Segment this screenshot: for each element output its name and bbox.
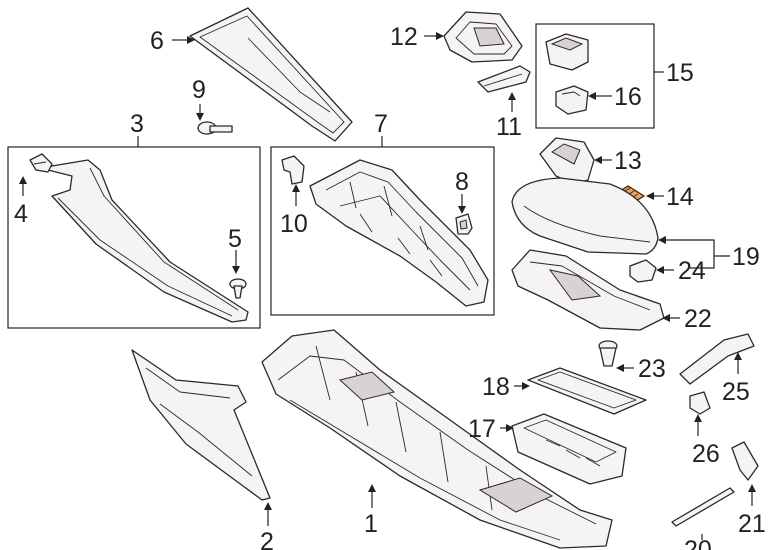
callout-2: 2 bbox=[260, 528, 274, 550]
part-21-bracket[interactable] bbox=[731, 441, 759, 481]
part-8-clip[interactable] bbox=[455, 213, 473, 235]
part-22-armrest-base[interactable] bbox=[511, 249, 665, 331]
part-16-insert[interactable] bbox=[555, 85, 589, 115]
part-10-bracket[interactable] bbox=[281, 155, 305, 185]
callout-17: 17 bbox=[468, 415, 496, 443]
part-24-latch[interactable] bbox=[629, 259, 657, 283]
callout-6: 6 bbox=[150, 27, 164, 55]
callout-10: 10 bbox=[280, 210, 308, 238]
part-7-console-bracket[interactable] bbox=[309, 159, 489, 307]
callout-14: 14 bbox=[666, 183, 694, 211]
part-6-shifter-trim[interactable] bbox=[189, 7, 353, 142]
part-2-lower-panel[interactable] bbox=[131, 349, 271, 501]
callout-26: 26 bbox=[692, 440, 720, 468]
callout-21: 21 bbox=[738, 510, 766, 538]
part-11-bracket[interactable] bbox=[477, 65, 531, 93]
leader-lines bbox=[19, 32, 756, 540]
callout-5: 5 bbox=[228, 225, 242, 253]
part-17-storage-bin[interactable] bbox=[511, 413, 627, 485]
part-23-clip[interactable] bbox=[598, 340, 618, 367]
part-5-screw[interactable] bbox=[229, 278, 247, 299]
part-3-side-trim[interactable] bbox=[39, 159, 249, 323]
part-12-cup-trim[interactable] bbox=[443, 11, 523, 63]
group-box-15 bbox=[535, 23, 655, 129]
part-20-rod[interactable] bbox=[671, 487, 735, 527]
callout-25: 25 bbox=[722, 378, 750, 406]
callout-22: 22 bbox=[684, 305, 712, 333]
part-1-main-console[interactable] bbox=[261, 329, 613, 549]
callout-7: 7 bbox=[374, 110, 388, 138]
group-box-3 bbox=[7, 146, 261, 329]
callout-13: 13 bbox=[614, 147, 642, 175]
callout-24: 24 bbox=[678, 257, 706, 285]
part-19-armrest-lid[interactable] bbox=[511, 177, 659, 255]
callout-19: 19 bbox=[732, 243, 760, 271]
callout-labels: 6 9 3 4 5 7 10 8 12 11 15 16 13 14 19 24… bbox=[14, 23, 766, 550]
callout-3: 3 bbox=[130, 110, 144, 138]
callout-11: 11 bbox=[496, 113, 522, 141]
part-18-mat[interactable] bbox=[527, 367, 647, 415]
callout-12: 12 bbox=[390, 23, 418, 51]
callout-16: 16 bbox=[614, 83, 642, 111]
callout-18: 18 bbox=[482, 373, 510, 401]
callout-1: 1 bbox=[364, 510, 378, 538]
part-26-clip[interactable] bbox=[689, 391, 711, 415]
callout-20: 20 bbox=[684, 536, 712, 550]
part-15-holder[interactable] bbox=[545, 33, 589, 71]
part-4-clip[interactable] bbox=[29, 153, 53, 173]
part-13-cup-insert[interactable] bbox=[539, 137, 595, 185]
callout-23: 23 bbox=[638, 355, 666, 383]
callout-9: 9 bbox=[192, 76, 206, 104]
callout-4: 4 bbox=[14, 200, 28, 228]
part-25-bracket[interactable] bbox=[679, 333, 755, 385]
callout-15: 15 bbox=[666, 59, 694, 87]
part-9-clip[interactable] bbox=[197, 121, 233, 135]
callout-8: 8 bbox=[455, 168, 469, 196]
